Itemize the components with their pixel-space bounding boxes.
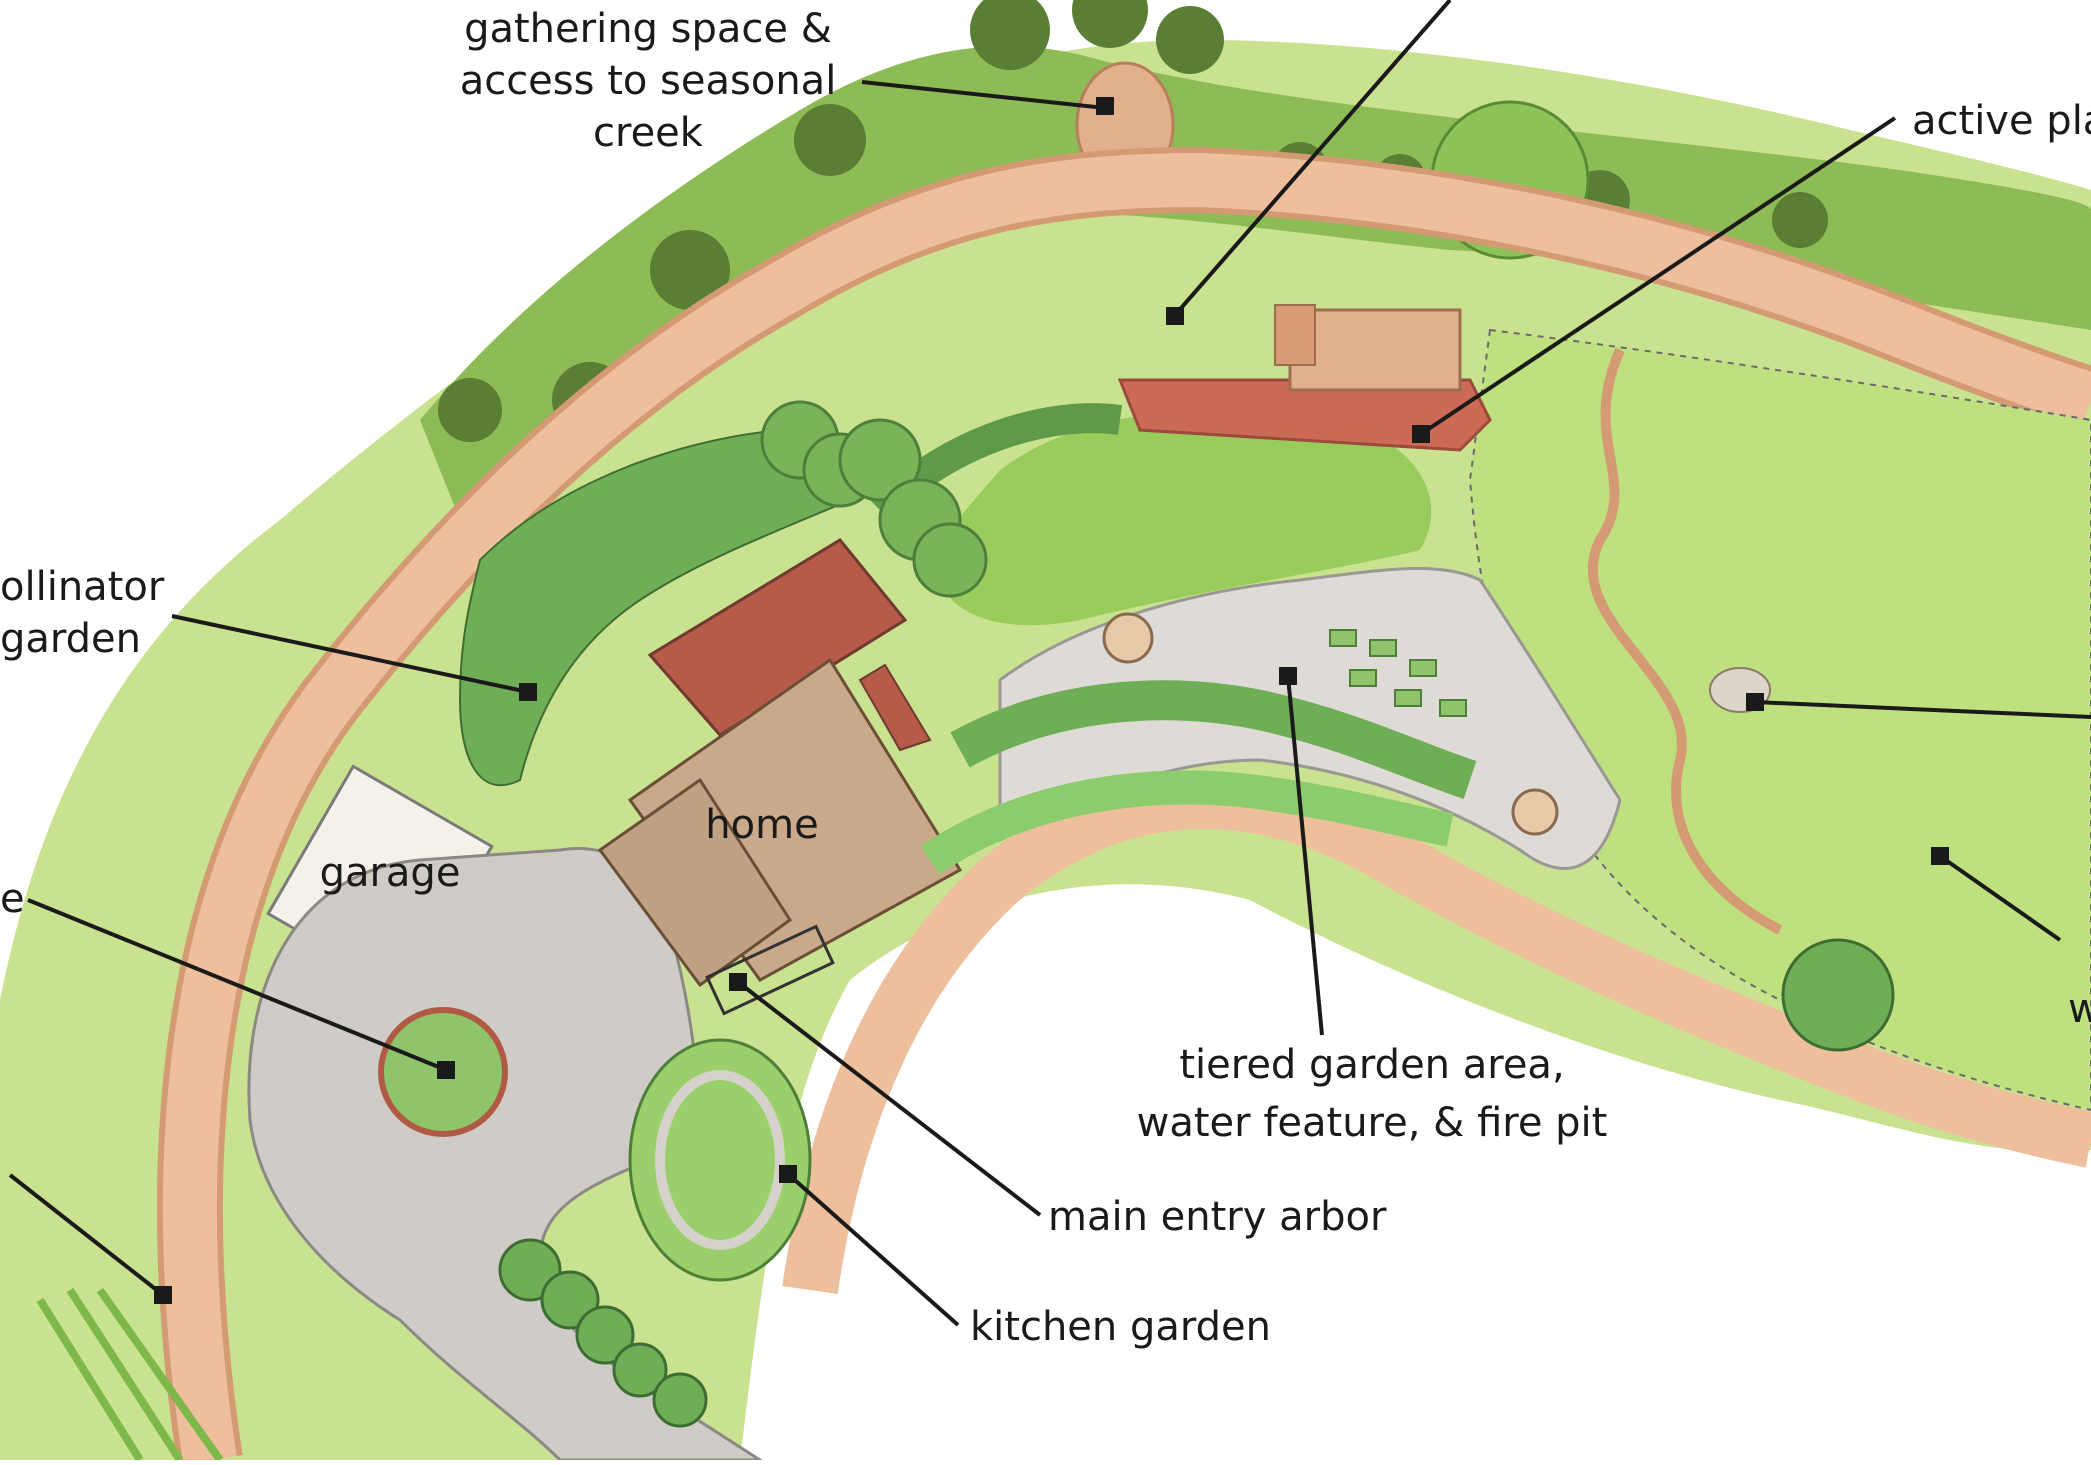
marker-top: [1166, 307, 1184, 325]
leader-gathering: [861, 80, 1106, 110]
leader-lower-left: [8, 1173, 165, 1297]
label-tiered-line-2: water feature, & fire pit: [1137, 1100, 1608, 1146]
home-wood-roof-wing: [597, 777, 793, 988]
label-tiered-line-1: tiered garden area,: [1179, 1042, 1564, 1088]
leader-kitchen: [786, 1172, 960, 1327]
leader-left-e: [27, 898, 447, 1072]
right-lower-path: [782, 772, 2091, 1294]
labels: gathering space & access to seasonal cre…: [0, 6, 2091, 1350]
leader-arbor: [736, 980, 1042, 1217]
home-red-roof: [647, 538, 908, 737]
home-red-roof-side: [858, 663, 932, 752]
marker-left-e: [437, 1061, 455, 1079]
label-arbor: main entry arbor: [1048, 1194, 1387, 1240]
label-kitchen: kitchen garden: [970, 1304, 1271, 1350]
marker-kitchen: [779, 1165, 797, 1183]
marker-tiered: [1279, 667, 1297, 685]
pollinator-garden: [458, 428, 853, 787]
leader-tiered: [1286, 675, 1324, 1036]
kitchen-garden-path: [655, 1070, 785, 1250]
marker-active-play: [1412, 425, 1430, 443]
marker-right-low: [1931, 847, 1949, 865]
leader-top: [1173, 0, 1452, 317]
driveway: [247, 847, 763, 1460]
play-deck: [1274, 304, 1316, 366]
meadow-trail: [1587, 347, 1783, 935]
leader-pollinator: [171, 614, 529, 694]
label-gathering-line-3: creek: [593, 110, 704, 156]
label-pollinator-line-2: garden: [0, 616, 141, 662]
label-right-w: w: [2068, 986, 2091, 1032]
shrub-cluster: [760, 400, 988, 598]
curved-path-inner: [162, 152, 2091, 1460]
terraced-planting-lower: [920, 770, 1454, 875]
corner-tree: [1781, 938, 1895, 1052]
marker-right-mid: [1746, 693, 1764, 711]
terraced-planting: [950, 680, 1477, 799]
central-lawn: [936, 410, 1432, 626]
label-pollinator-line-1: ollinator: [0, 564, 165, 610]
leader-active-play: [1419, 116, 1897, 436]
leaders: [8, 0, 2091, 1327]
label-left-e: e: [0, 876, 25, 922]
leader-right-low: [1938, 854, 2062, 942]
leader-right-mid: [1754, 700, 2091, 719]
label-garage: garage: [320, 850, 461, 896]
orchard-shrubs: [498, 1238, 708, 1428]
label-active-play: active pla: [1912, 98, 2091, 144]
vineyard-rows: [36, 1287, 224, 1460]
marker-arbor: [729, 973, 747, 991]
label-gathering-line-2: access to seasonal: [460, 58, 837, 104]
water-feature: [1102, 612, 1154, 664]
label-gathering-line-1: gathering space &: [464, 6, 832, 52]
entry-arbor: [705, 924, 835, 1016]
raised-beds: [1329, 629, 1467, 717]
marker-lower-left: [154, 1286, 172, 1304]
label-home: home: [705, 802, 818, 848]
fire-pit: [1511, 788, 1559, 836]
marker-pollinator: [519, 683, 537, 701]
marker-gathering: [1096, 97, 1114, 115]
